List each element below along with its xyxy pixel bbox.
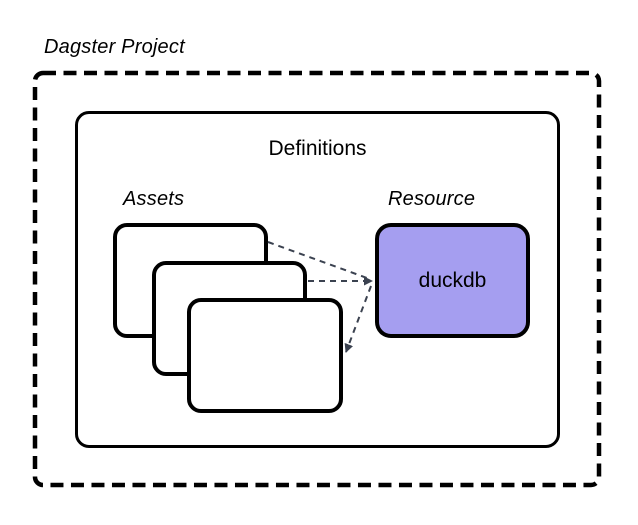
duckdb-resource-box: duckdb — [375, 223, 530, 338]
assets-label: Assets — [123, 188, 185, 210]
definitions-title: Definitions — [268, 137, 367, 160]
project-title: Dagster Project — [44, 36, 185, 58]
resource-label: Resource — [388, 188, 476, 210]
asset-card-front — [187, 298, 343, 413]
project-boundary-dashed-box — [32, 70, 602, 488]
duckdb-label: duckdb — [418, 268, 487, 292]
